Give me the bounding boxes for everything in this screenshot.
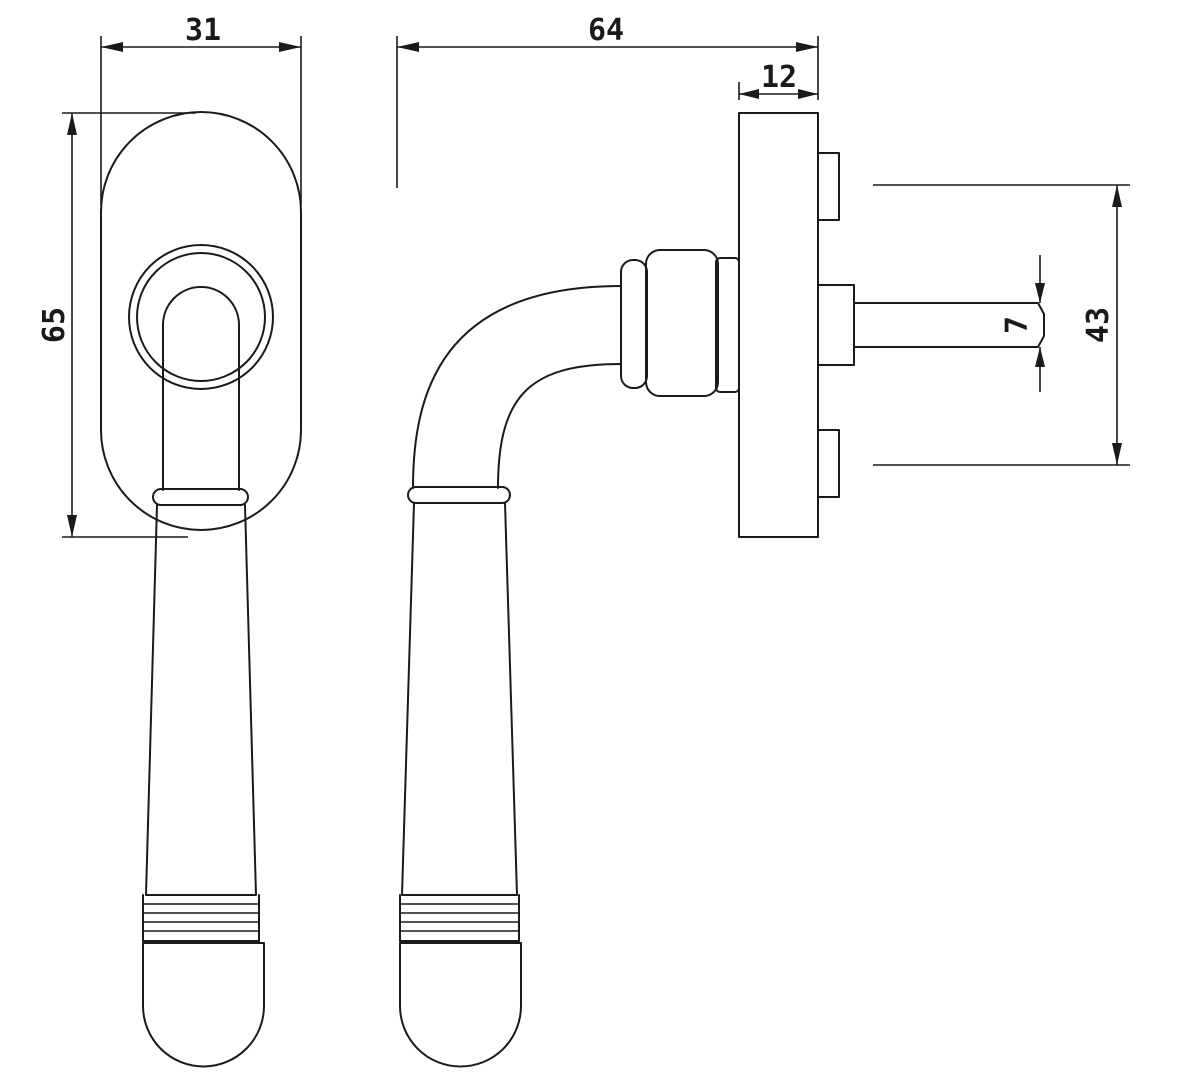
dimension-spindle-size: 7 <box>1000 255 1045 392</box>
side-grip-grooves <box>399 894 520 942</box>
front-neck-ring <box>152 488 249 506</box>
side-screw-boss-bottom <box>817 429 840 498</box>
front-collar-inner <box>136 252 266 382</box>
front-collar-outer <box>128 244 274 390</box>
side-view <box>399 112 1045 1068</box>
side-lever-body <box>401 502 518 896</box>
dimension-rose-thickness: 12 <box>738 60 818 100</box>
side-collar-ring <box>715 257 740 393</box>
dimension-front-width: 31 <box>100 13 302 205</box>
side-screw-boss-top <box>817 152 840 221</box>
dimension-screw-spacing-label: 43 <box>1081 307 1116 343</box>
front-view <box>100 111 302 1068</box>
front-rose-plate <box>100 111 302 531</box>
side-spindle <box>853 302 1045 348</box>
front-lever-body <box>145 504 257 896</box>
side-lever-curve <box>412 285 622 489</box>
side-collar-body <box>645 249 719 397</box>
dimension-front-width-label: 31 <box>185 13 221 48</box>
side-collar-cap <box>620 259 648 389</box>
side-spindle-base <box>817 284 855 366</box>
front-lever-neck <box>162 286 240 491</box>
side-neck-ring <box>407 486 511 504</box>
dimension-front-height-label: 65 <box>37 307 72 343</box>
dimension-rose-thickness-label: 12 <box>761 60 797 95</box>
side-lever-knob <box>399 942 522 1068</box>
dimension-spindle-size-label: 7 <box>1000 316 1035 334</box>
dimension-total-depth: 64 <box>396 13 819 188</box>
dimension-front-height: 65 <box>37 112 196 538</box>
dimension-total-depth-label: 64 <box>588 13 624 48</box>
dimension-screw-spacing: 43 <box>873 184 1130 466</box>
front-lever-knob <box>142 942 265 1068</box>
front-grip-grooves <box>142 894 260 942</box>
side-rose-plate <box>738 112 819 538</box>
